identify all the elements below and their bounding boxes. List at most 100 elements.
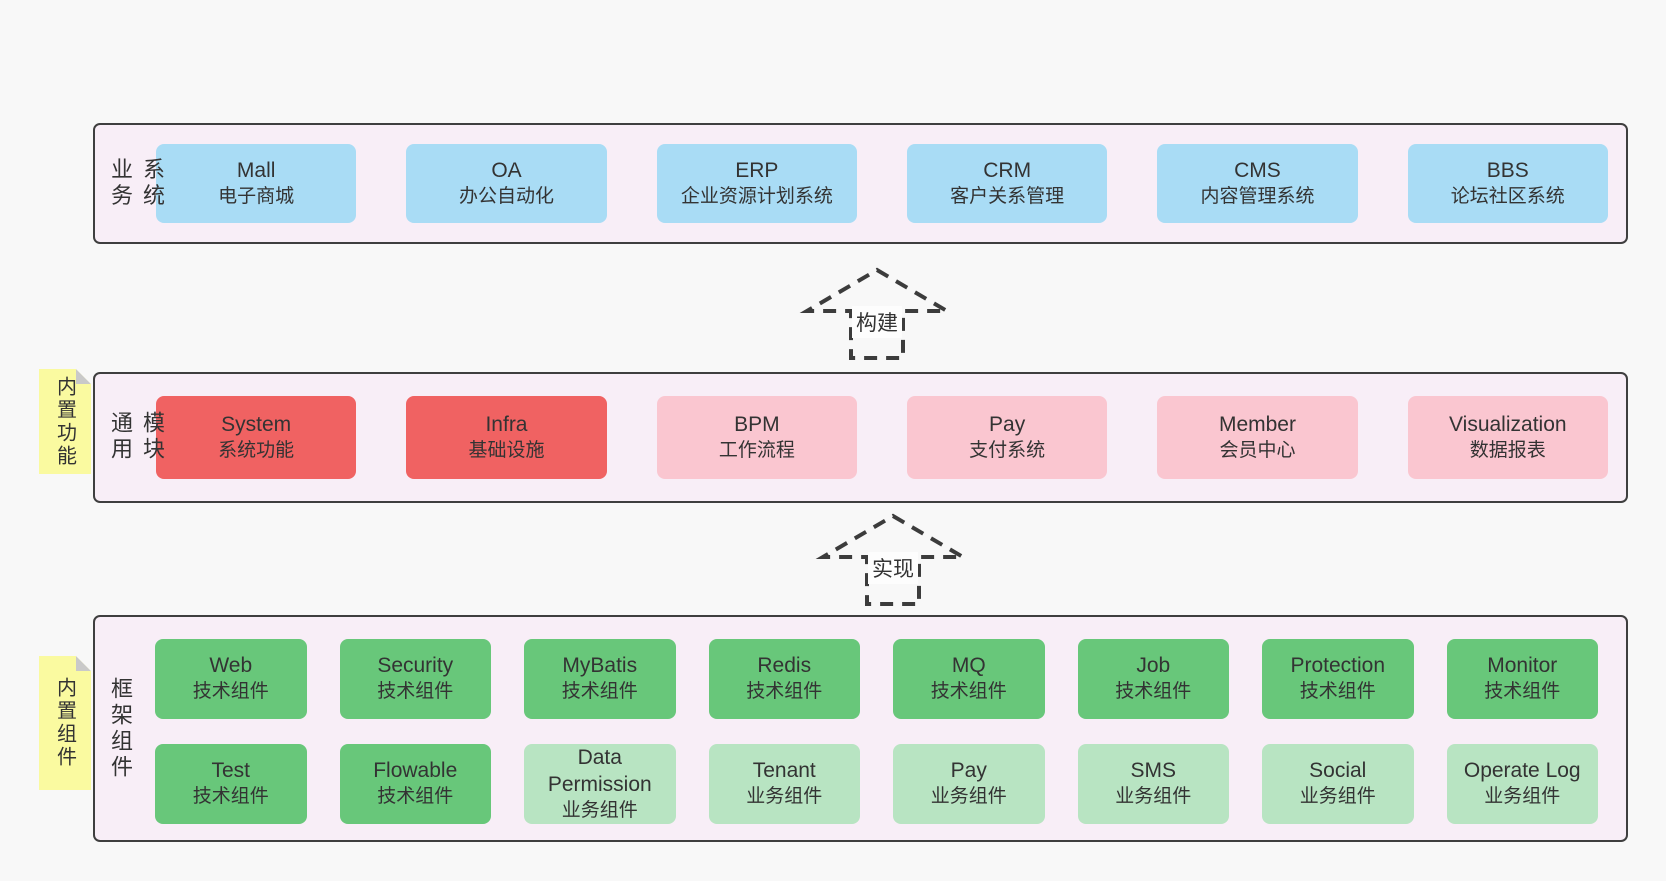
box-infra: Infra 基础设施 [406,396,607,479]
box-title: BBS [1486,158,1529,182]
box-title: Operate Log [1463,759,1581,783]
box-title: Flowable [373,759,458,783]
box-title: Visualization [1449,412,1567,436]
box-operate-log: Operate Log 业务组件 [1446,744,1598,824]
box-subtitle: 办公自动化 [458,185,554,207]
box-title: Redis [757,654,812,678]
box-subtitle: 技术组件 [561,681,638,703]
box-title: Tenant [752,759,816,783]
box-erp: ERP 企业资源计划系统 [656,144,857,223]
box-subtitle: 技术组件 [192,681,269,703]
sticky-note-builtin-components: 内置组件 [39,656,91,790]
band-label-business: 业务系统 [108,157,165,210]
box-title: MQ [951,654,986,678]
box-subtitle: 技术组件 [1115,681,1192,703]
box-subtitle: 业务组件 [930,786,1007,808]
box-subtitle: 技术组件 [1299,681,1376,703]
box-crm: CRM 客户关系管理 [906,144,1108,223]
box-subtitle: 会员中心 [1219,439,1296,461]
box-title: Mall [236,158,276,182]
box-title: Pay [989,412,1026,436]
box-sms: SMS 业务组件 [1077,744,1229,824]
arrow-build: 构建 [797,266,957,362]
box-system: System 系统功能 [156,396,357,479]
box-subtitle: 数据报表 [1469,439,1546,461]
box-subtitle: 业务组件 [1115,786,1192,808]
box-member: Member 会员中心 [1157,396,1358,479]
box-title: System [221,412,292,436]
box-subtitle: 技术组件 [377,681,454,703]
box-subtitle: 客户关系管理 [950,185,1065,207]
box-title: Member [1218,412,1296,436]
box-title: ERP [735,158,779,182]
sticky-note-text: 内置组件 [53,677,76,769]
box-bbs: BBS 论坛社区系统 [1407,144,1608,223]
box-subtitle: 技术组件 [746,681,823,703]
box-tenant: Tenant 业务组件 [708,744,860,824]
box-web: Web 技术组件 [155,639,307,719]
sticky-note-text: 内置功能 [53,375,76,468]
box-title: Social [1309,759,1367,783]
band-label-modules: 通用模块 [108,411,165,464]
box-subtitle: 技术组件 [192,786,269,808]
box-redis: Redis 技术组件 [708,639,860,719]
box-title: Infra [485,412,528,436]
box-title: Monitor [1487,654,1558,678]
box-title: Protection [1290,654,1386,678]
band-label-components: 框架组件 [108,676,133,781]
box-bpm: BPM 工作流程 [656,396,857,479]
box-subtitle: 业务组件 [746,786,823,808]
arrow-implement: 实现 [813,512,973,608]
box-subtitle: 企业资源计划系统 [680,185,833,207]
box-title: Test [211,759,250,783]
dashed-up-arrow-icon [815,513,971,606]
box-title: Data Permission [547,745,652,796]
box-monitor: Monitor 技术组件 [1446,639,1598,719]
box-subtitle: 系统功能 [218,439,295,461]
box-title: Web [209,654,253,678]
box-subtitle: 业务组件 [1299,786,1376,808]
box-subtitle: 工作流程 [718,439,795,461]
box-subtitle: 业务组件 [1484,786,1561,808]
box-title: BPM [734,412,780,436]
box-subtitle: 技术组件 [930,681,1007,703]
box-subtitle: 技术组件 [1484,681,1561,703]
dashed-up-arrow-icon [799,267,955,360]
box-mq: MQ 技术组件 [893,639,1045,719]
box-title: Pay [950,759,987,783]
box-social: Social 业务组件 [1262,744,1414,824]
box-flowable: Flowable 技术组件 [339,744,491,824]
box-title: CMS [1234,158,1281,182]
arrow-build-label: 构建 [852,306,902,338]
box-subtitle: 论坛社区系统 [1450,185,1565,207]
box-pay: Pay 业务组件 [893,744,1045,824]
box-visualization: Visualization 数据报表 [1407,396,1608,479]
box-mybatis: MyBatis 技术组件 [524,639,676,719]
box-title: SMS [1130,759,1176,783]
box-title: MyBatis [562,654,638,678]
box-title: CRM [983,158,1032,182]
box-security: Security 技术组件 [339,639,491,719]
sticky-note-builtin-features: 内置功能 [39,369,91,474]
arrow-implement-label: 实现 [868,552,918,584]
box-protection: Protection 技术组件 [1262,639,1414,719]
box-subtitle: 技术组件 [377,786,454,808]
box-test: Test 技术组件 [155,744,307,824]
box-subtitle: 基础设施 [468,439,545,461]
box-title: Security [377,654,454,678]
box-title: OA [491,158,522,182]
